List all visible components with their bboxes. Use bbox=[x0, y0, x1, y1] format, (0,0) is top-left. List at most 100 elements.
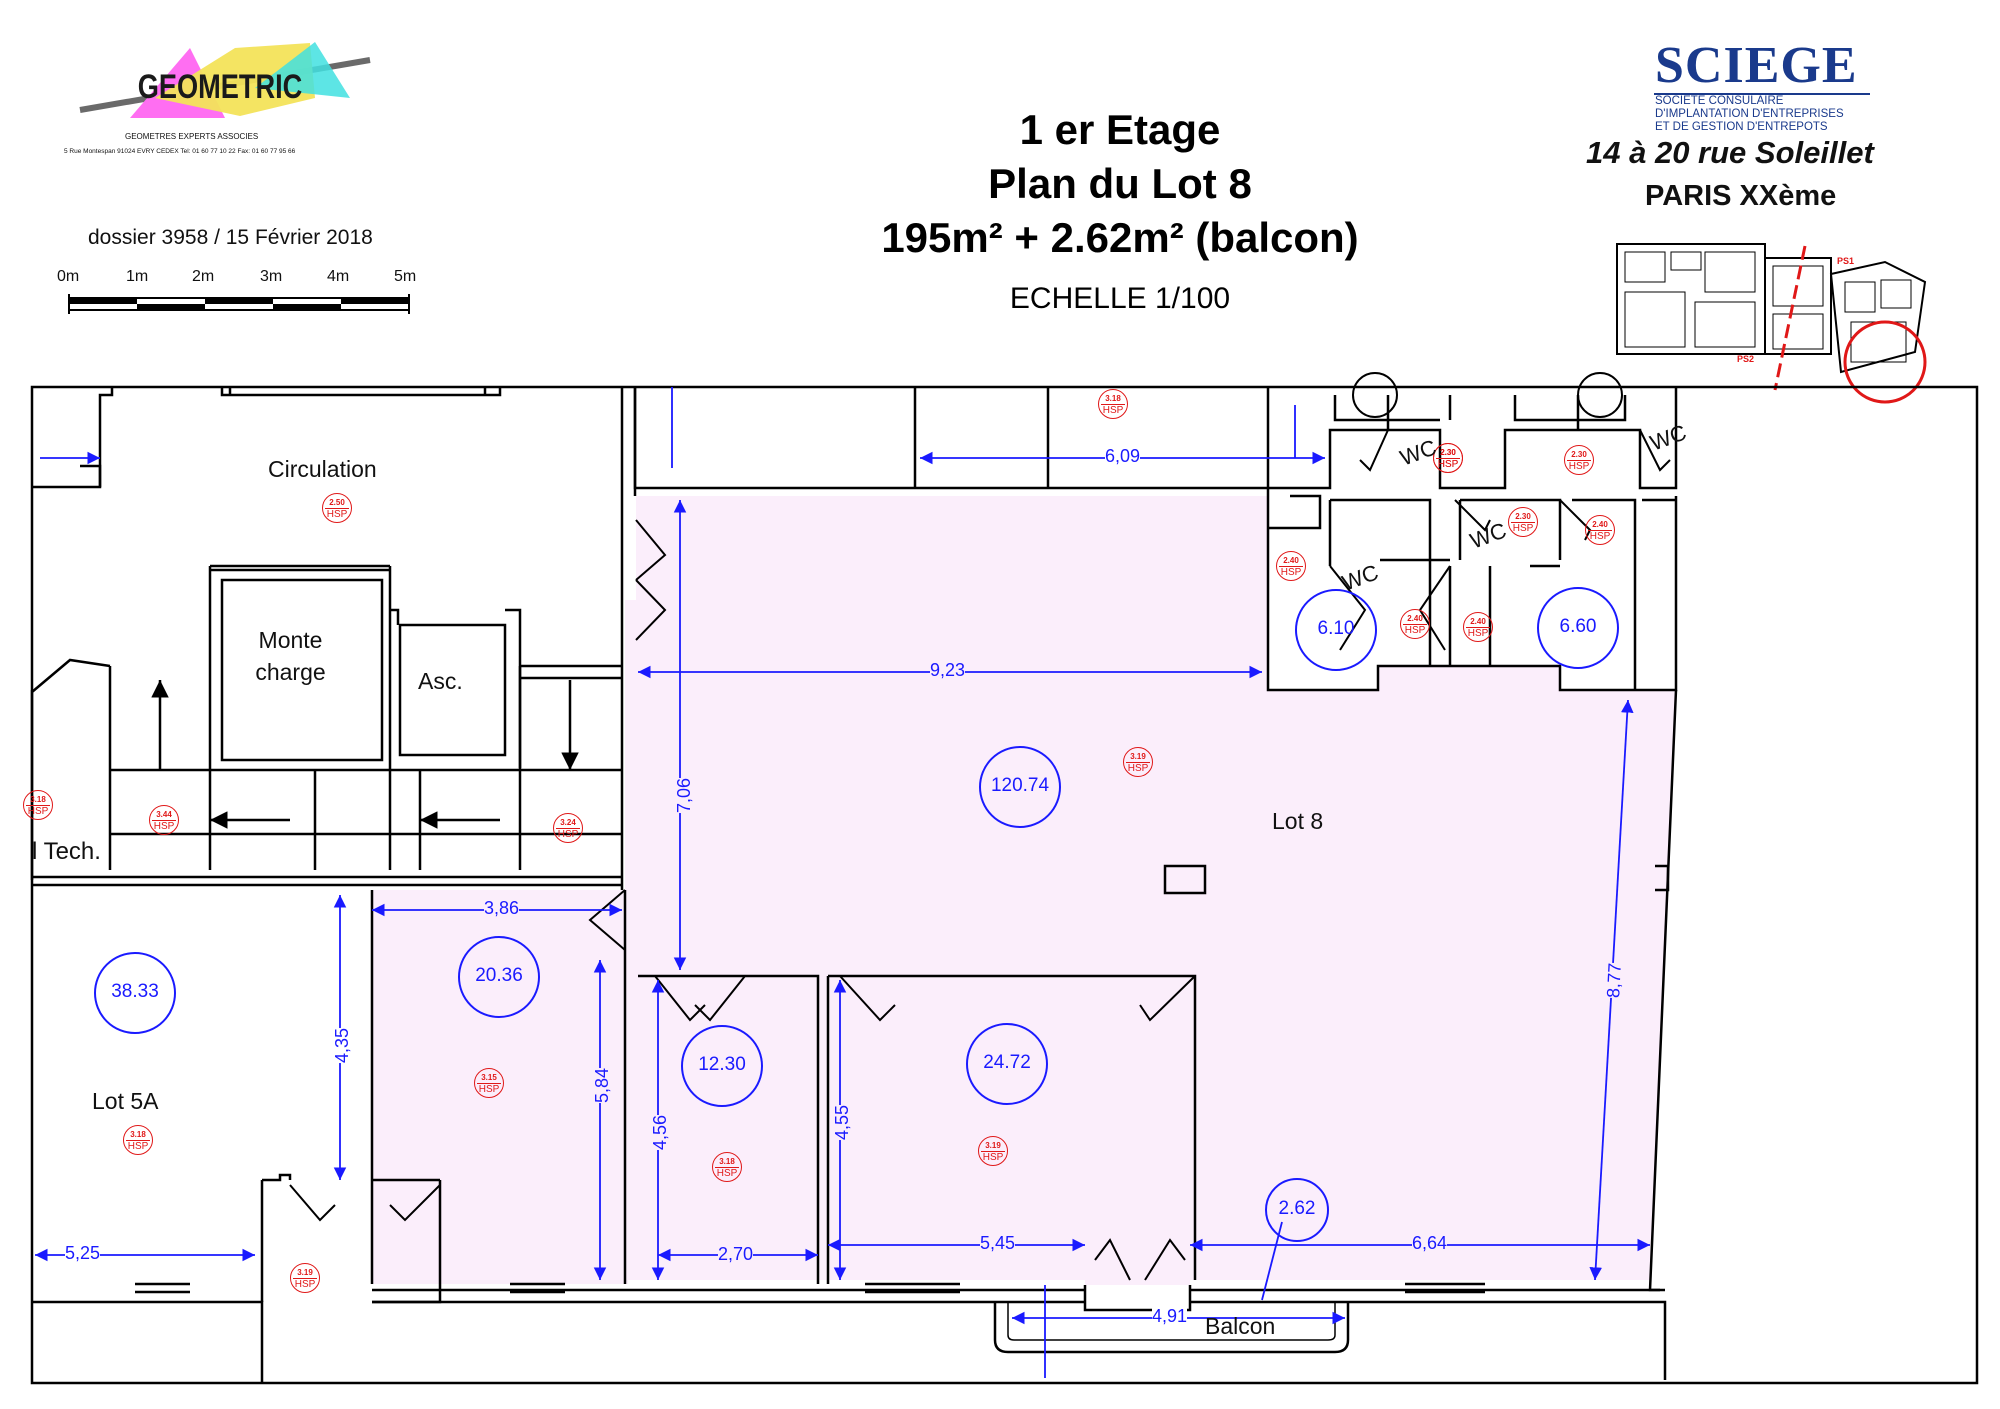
dim-9-23: 9,23 bbox=[930, 660, 966, 681]
dossier-label: dossier 3958 / 15 Février 2018 bbox=[88, 226, 373, 249]
dim-7-06: 7,06 bbox=[674, 777, 696, 814]
hsp-label: HSP bbox=[981, 1151, 1005, 1163]
hsp-value: 2.40 bbox=[1407, 614, 1423, 623]
sciege-address: 14 à 20 rue Soleillet bbox=[1586, 135, 1874, 170]
scale-tick-3: 3m bbox=[260, 268, 283, 285]
dim-4-35: 4,35 bbox=[332, 1027, 354, 1064]
room-lot8: Lot 8 bbox=[1272, 808, 1324, 834]
hsp-label: HSP bbox=[1101, 404, 1125, 416]
keyplan-highlight bbox=[1843, 320, 1927, 404]
hsp-value: 3.19 bbox=[1130, 752, 1146, 761]
area-12-30: 12.30 bbox=[698, 1054, 746, 1075]
hsp-label: HSP bbox=[293, 1278, 317, 1290]
hsp-label: HSP bbox=[715, 1167, 739, 1179]
room-monte-charge: Monte charge bbox=[253, 624, 328, 688]
area-120-74: 120.74 bbox=[990, 775, 1050, 796]
hsp-value: 3.24 bbox=[560, 818, 576, 827]
hsp-value: 3.18 bbox=[1105, 394, 1121, 403]
hsp-label: HSP bbox=[126, 1140, 150, 1152]
area-circle-2-62 bbox=[1265, 1178, 1329, 1242]
area-6-60: 6.60 bbox=[1559, 616, 1597, 637]
hsp-label: HSP bbox=[1466, 627, 1490, 639]
dim-3-86: 3,86 bbox=[484, 898, 520, 919]
title-floor: 1 er Etage bbox=[1019, 106, 1221, 153]
hsp-label: HSP bbox=[1279, 566, 1303, 578]
hsp-label: HSP bbox=[1126, 762, 1150, 774]
scale-tick-0: 0m bbox=[57, 268, 80, 285]
hsp-label: HSP bbox=[325, 508, 349, 520]
area-circle-24 bbox=[966, 1023, 1048, 1105]
hsp-value: 2.30 bbox=[1440, 448, 1456, 457]
keyplan-ps1: PS1 bbox=[1837, 256, 1854, 266]
hsp-value: 3.18 bbox=[130, 1130, 146, 1139]
area-circle-20 bbox=[458, 936, 540, 1018]
dim-6-64: 6,64 bbox=[1412, 1233, 1448, 1254]
area-2-62: 2.62 bbox=[1278, 1198, 1316, 1219]
room-asc: Asc. bbox=[418, 668, 463, 694]
hsp-label: HSP bbox=[26, 805, 50, 817]
room-lot5a: Lot 5A bbox=[92, 1088, 159, 1114]
area-circle-38 bbox=[94, 952, 176, 1034]
dim-6-09: 6,09 bbox=[1105, 446, 1141, 467]
room-circulation: Circulation bbox=[268, 456, 377, 482]
sciege-tag-2: D'IMPLANTATION D'ENTREPRISES bbox=[1655, 108, 1844, 120]
scale-tick-1: 1m bbox=[126, 268, 149, 285]
dim-4-56: 4,56 bbox=[650, 1114, 672, 1151]
area-circle-120 bbox=[979, 746, 1061, 828]
room-tech: l Tech. bbox=[32, 838, 101, 865]
geometric-address: 5 Rue Montespan 91024 EVRY CEDEX Tel: 01… bbox=[64, 148, 296, 155]
dim-5-25: 5,25 bbox=[65, 1243, 101, 1264]
hsp-value: 3.44 bbox=[156, 810, 172, 819]
title-lot: Plan du Lot 8 bbox=[988, 160, 1252, 207]
sciege-city: PARIS XXème bbox=[1645, 180, 1837, 212]
hsp-label: HSP bbox=[1511, 522, 1535, 534]
hsp-label: HSP bbox=[152, 820, 176, 832]
door-swings bbox=[289, 429, 1671, 1281]
title-scale: ECHELLE 1/100 bbox=[1009, 282, 1231, 315]
room-monte-charge-line1: Monte bbox=[258, 627, 323, 653]
scale-bar-graphic bbox=[68, 294, 410, 314]
room-balcon: Balcon bbox=[1205, 1313, 1276, 1339]
dim-2-70: 2,70 bbox=[718, 1244, 754, 1265]
hsp-value: 3.18 bbox=[30, 795, 46, 804]
hsp-value: 2.40 bbox=[1592, 520, 1608, 529]
area-20-36: 20.36 bbox=[475, 965, 523, 986]
scale-tick-5: 5m bbox=[394, 268, 417, 285]
hsp-label: HSP bbox=[1567, 460, 1591, 472]
room-monte-charge-line2: charge bbox=[255, 659, 326, 685]
sciege-tag-3: ET DE GESTION D'ENTREPOTS bbox=[1655, 121, 1828, 133]
hsp-label: HSP bbox=[1436, 458, 1460, 470]
hsp-label: HSP bbox=[477, 1083, 501, 1095]
geometric-logo-text: GEOMETRIC bbox=[138, 67, 303, 106]
dim-4-55: 4,55 bbox=[832, 1104, 854, 1141]
scale-tick-4: 4m bbox=[327, 268, 350, 285]
title-area: 195m² + 2.62m² (balcon) bbox=[881, 214, 1359, 261]
area-6-10: 6.10 bbox=[1317, 618, 1355, 639]
sciege-tagline: SOCIETE CONSULAIRE D'IMPLANTATION D'ENTR… bbox=[1655, 95, 1844, 134]
hsp-value: 3.15 bbox=[481, 1073, 497, 1082]
dim-8-77: 8,77 bbox=[1603, 962, 1626, 999]
sciege-logo: SCIEGE bbox=[1655, 37, 1858, 94]
area-circle-6-60 bbox=[1537, 587, 1619, 669]
hsp-value: 3.18 bbox=[719, 1157, 735, 1166]
hsp-label: HSP bbox=[556, 828, 580, 840]
hsp-value: 2.30 bbox=[1571, 450, 1587, 459]
sciege-rule bbox=[1654, 93, 1870, 95]
dim-5-45: 5,45 bbox=[980, 1233, 1016, 1254]
